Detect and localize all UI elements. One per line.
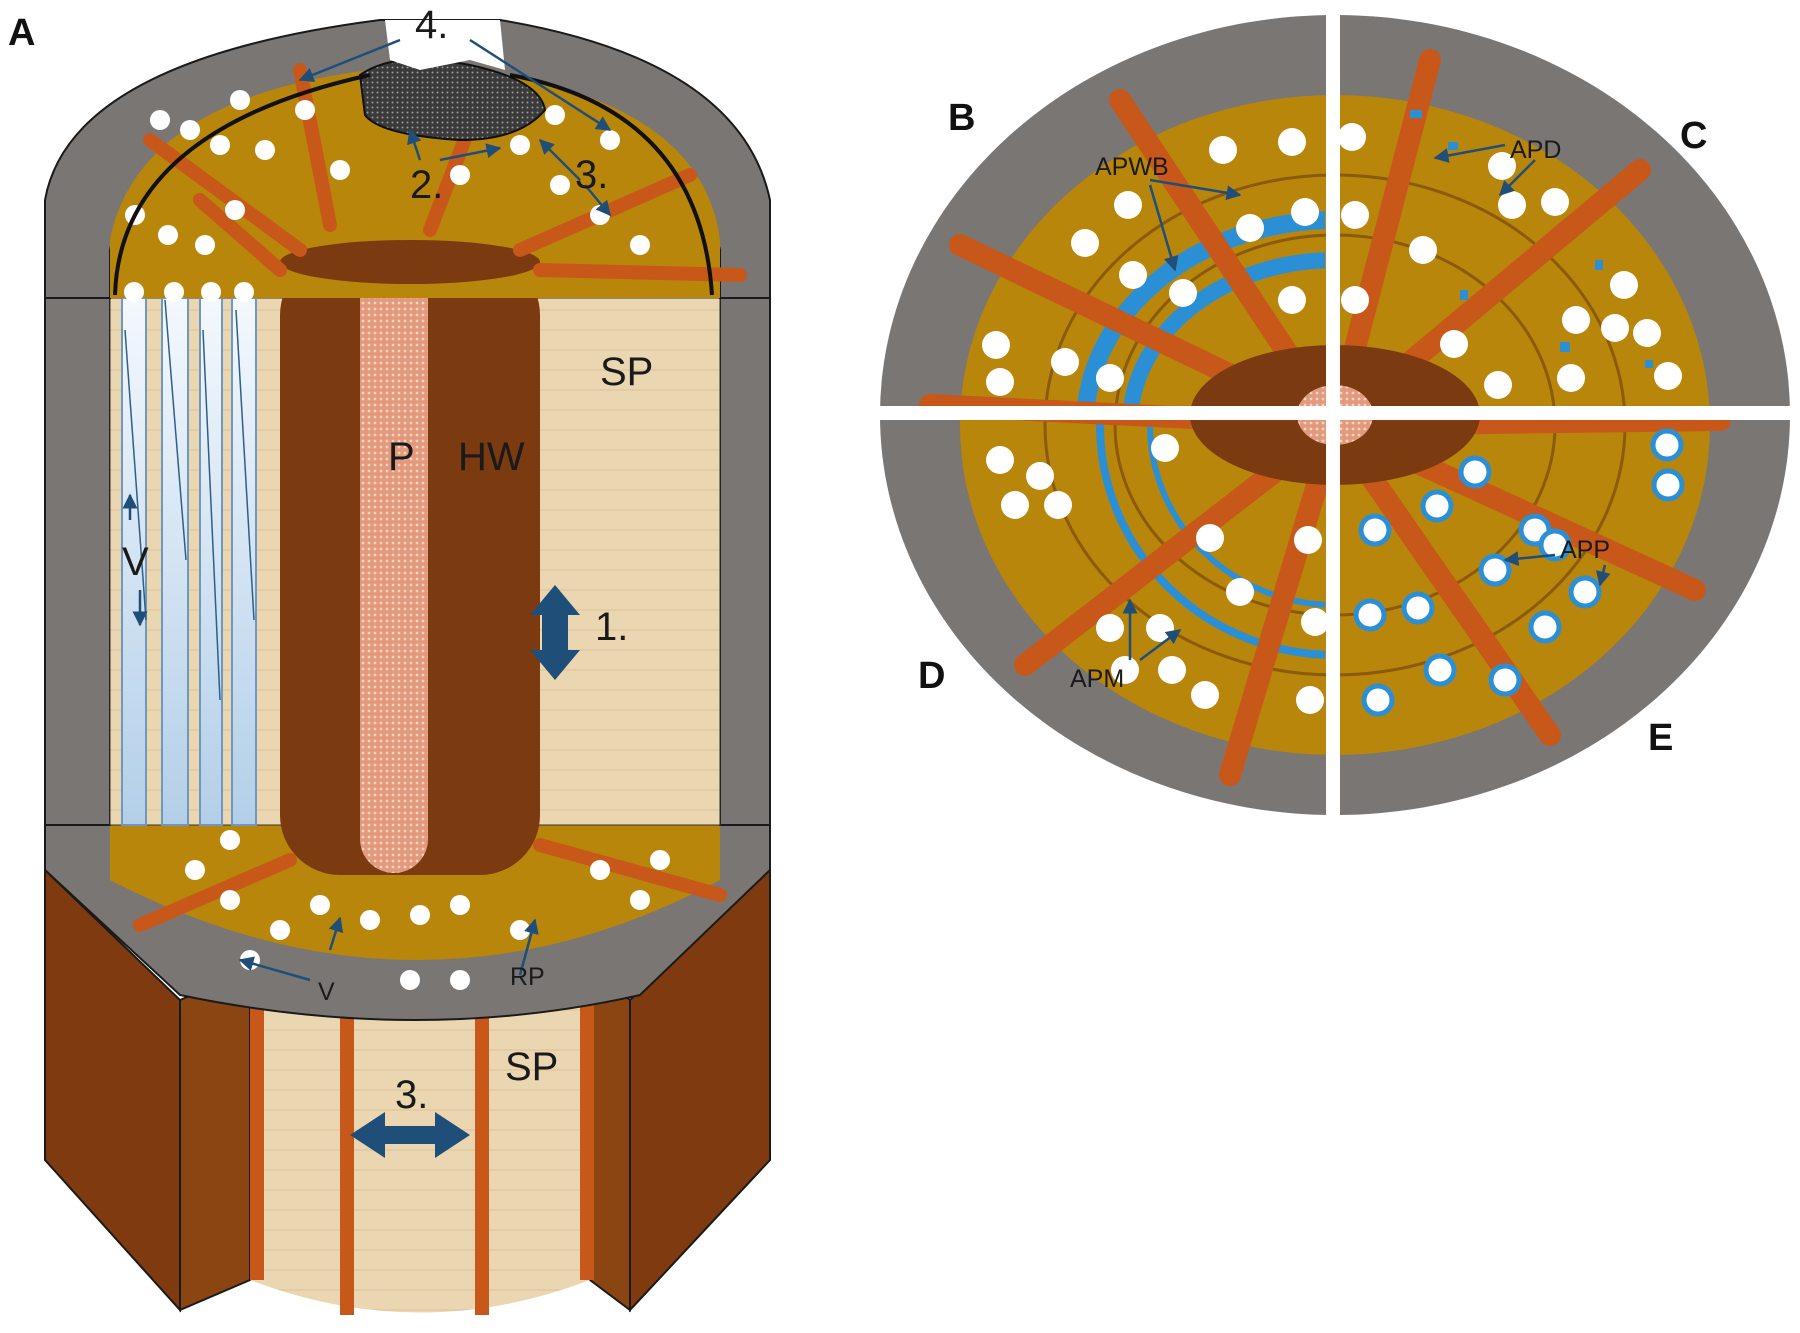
vessel-3 (199, 297, 223, 826)
panel-label-e: E (1648, 717, 1673, 759)
ray-strip-1 (250, 965, 264, 1280)
rays-lower (133, 838, 727, 932)
bark-left-side (44, 297, 111, 826)
vessels-d (986, 434, 1329, 714)
vessels-b (982, 128, 1319, 396)
ray-strip-2 (340, 945, 354, 1315)
label-v-bottom: V (318, 978, 335, 1006)
label-sp-bottom: SP (505, 1045, 558, 1089)
label-apwb: APWB (1095, 153, 1169, 181)
label-apm: APM (1070, 665, 1124, 693)
reaction-zone-boundary (113, 73, 714, 296)
wound-gap (385, 20, 505, 70)
vessels-longitudinal (121, 297, 257, 826)
outer-wood-right-face (589, 968, 631, 1312)
panel-a-log: A 4. 2. 3. SP P HW V 1. V RP SP 3. (8, 3, 771, 1315)
pith (360, 258, 428, 873)
label-2: 2. (410, 163, 443, 207)
label-hw: HW (458, 435, 525, 479)
panel-label-c: C (1680, 115, 1707, 157)
label-rp: RP (510, 963, 545, 991)
label-1: 1. (595, 605, 628, 649)
label-sp-top: SP (600, 350, 653, 394)
vessels-top (125, 90, 650, 255)
panel-label-a: A (8, 12, 35, 54)
vessel-2 (161, 297, 189, 826)
label-v-top: V (122, 540, 149, 584)
panel-label-d: D (918, 655, 945, 697)
label-3-bottom: 3. (395, 1073, 428, 1117)
cross-section-top (110, 65, 720, 298)
label-apd: APD (1510, 136, 1561, 164)
ray-strip-3 (475, 945, 489, 1315)
label-3-top: 3. (575, 153, 608, 197)
heartwood-top (280, 240, 540, 284)
arrows-panels-b-e (1122, 143, 1611, 661)
label-4: 4. (415, 3, 448, 47)
label-app: APP (1560, 536, 1610, 564)
divider-horizontal (870, 406, 1795, 420)
vessels-e (1353, 428, 1685, 717)
panels-b-e-disc: B C D E APWB APD APM APP (870, 10, 1795, 830)
label-p: P (388, 435, 415, 479)
panel-label-b: B (948, 97, 975, 139)
arrow-axial (530, 585, 580, 680)
bark-right-side (719, 297, 771, 826)
vessels-c-deposits (1410, 110, 1653, 368)
arrows-panel-a (122, 38, 612, 982)
vessels-top-row (124, 282, 254, 302)
vessel-4 (231, 297, 257, 826)
outer-wood-left-face (179, 968, 251, 1312)
arrow-tangential (350, 1112, 470, 1158)
ray-strip-4 (580, 965, 594, 1280)
rays-top (143, 63, 747, 282)
